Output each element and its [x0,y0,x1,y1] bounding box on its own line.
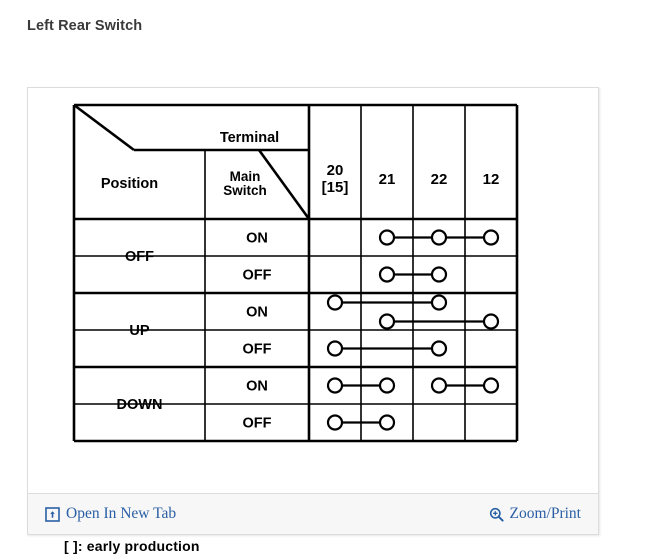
header-label-terminal: Terminal [220,130,279,146]
position-label-off: OFF [125,249,154,265]
terminal-node-21 [378,377,396,394]
terminal-node-22 [430,266,448,283]
zoom-print-link[interactable]: Zoom/Print [489,505,581,523]
terminal-node-20 [326,414,344,431]
main-switch-label-down-on: ON [246,379,268,395]
terminal-node-22 [430,340,448,357]
terminal-node-21 [378,266,396,283]
open-in-new-tab-link[interactable]: Open In New Tab [45,505,176,523]
terminal-header-c20-line2: [15] [322,179,349,196]
page-title: Left Rear Switch [27,18,143,34]
terminal-node-21 [378,414,396,431]
terminal-header-c22: 22 [431,171,448,188]
terminal-header-c20-line1: 20 [327,162,344,179]
terminal-node-20 [326,340,344,357]
main-switch-label-off-off: OFF [243,268,272,284]
main-switch-label-down-off: OFF [243,416,272,432]
panel-footer: Open In New Tab Zoom/Print [28,493,598,534]
footnote-early-production: [ ]: early production [64,538,200,554]
terminal-header-c12: 12 [483,171,500,188]
terminal-node-12 [482,313,500,330]
terminal-node-21 [378,229,396,246]
position-label-up: UP [129,323,149,339]
terminal-node-22 [430,377,448,394]
terminal-node-21 [378,313,396,330]
open-in-new-tab-icon [45,506,60,522]
header-diagonal-main-switch [257,149,311,220]
zoom-print-label: Zoom/Print [509,505,581,522]
terminal-node-22 [430,229,448,246]
terminal-node-20 [326,294,344,311]
terminal-node-20 [326,377,344,394]
main-switch-label-up-off: OFF [243,342,272,358]
main-switch-label-up-on: ON [246,305,268,321]
header-label-position: Position [101,176,158,192]
open-in-new-tab-label: Open In New Tab [66,505,177,522]
header-label-main-switch-line1: Main [230,169,261,184]
terminal-header-c21: 21 [379,171,396,188]
header-label-main-switch-line2: Switch [223,183,267,198]
position-label-down: DOWN [117,397,163,413]
terminal-node-22 [430,294,448,311]
terminal-node-12 [482,229,500,246]
header-diagonal-position [73,103,135,152]
zoom-in-magnifier-icon [489,507,504,522]
terminal-node-12 [482,377,500,394]
main-switch-label-off-on: ON [246,231,268,247]
